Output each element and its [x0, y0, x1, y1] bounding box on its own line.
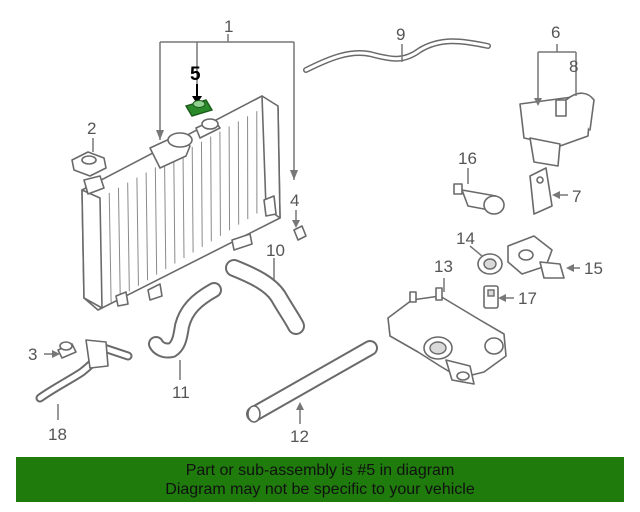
reservoir-bracket-part-7 — [529, 167, 553, 215]
callout-7: 7 — [572, 187, 581, 206]
bypass-pipe-part-12 — [246, 340, 378, 423]
callout-2: 2 — [87, 119, 96, 138]
water-outlet-part-13 — [387, 287, 507, 385]
callout-5[interactable]: 5 — [190, 64, 201, 85]
upper-hose-part-10 — [225, 259, 305, 335]
grommet-part-3 — [57, 341, 77, 359]
callout-14: 14 — [456, 229, 475, 248]
lower-hose-part-11 — [148, 282, 222, 359]
radiator-cap-part-5[interactable] — [184, 84, 214, 117]
sensor-housing-part-16 — [453, 183, 505, 215]
callout-8: 8 — [569, 57, 578, 76]
callout-1: 1 — [224, 17, 233, 36]
overflow-hose-part-9 — [303, 38, 491, 73]
parts-diagram: 1 2 3 4 5 6 7 8 9 10 11 12 13 14 15 16 1… — [28, 17, 603, 446]
callout-6: 6 — [551, 23, 560, 42]
radiator — [81, 95, 281, 311]
thermostat-housing-part-15 — [507, 235, 565, 279]
banner-line-part: Part or sub-assembly is #5 in diagram — [185, 462, 455, 479]
thermostat-part-14 — [477, 253, 503, 275]
callout-10: 10 — [266, 241, 285, 260]
callout-11: 11 — [172, 383, 190, 402]
callout-9: 9 — [396, 25, 405, 44]
callout-17: 17 — [518, 289, 537, 308]
heater-pipe-part-18 — [35, 339, 133, 403]
callout-16: 16 — [458, 149, 477, 168]
callout-4: 4 — [290, 191, 299, 210]
callout-18: 18 — [48, 425, 67, 444]
callout-13: 13 — [434, 257, 453, 276]
banner-line-disclaimer: Diagram may not be specific to your vehi… — [165, 481, 475, 498]
part-info-banner: Part or sub-assembly is #5 in diagram Di… — [16, 457, 624, 502]
upper-mount-part-2 — [71, 151, 107, 177]
callout-3: 3 — [28, 345, 37, 364]
drain-plug-part-4 — [293, 225, 307, 241]
callout-15: 15 — [584, 259, 603, 278]
temp-sensor-part-17 — [483, 285, 499, 309]
reservoir-tank-part-6 — [519, 92, 595, 167]
callout-12: 12 — [290, 427, 309, 446]
